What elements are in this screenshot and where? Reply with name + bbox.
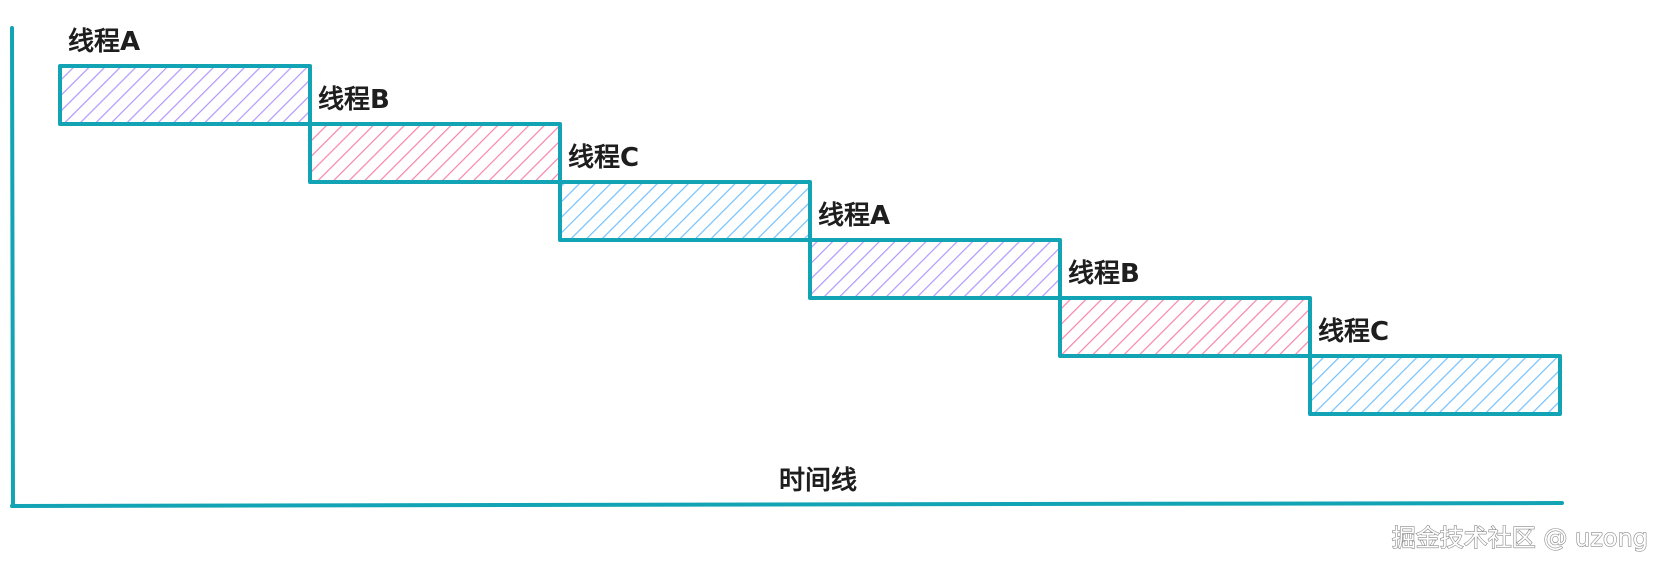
thread-slice: 线程C	[1308, 317, 1562, 416]
thread-slice: 线程B	[1058, 259, 1312, 358]
thread-slice: 线程C	[558, 143, 812, 242]
slice-outline	[308, 122, 562, 184]
thread-slice: 线程A	[58, 27, 312, 126]
thread-label: 线程A	[68, 27, 140, 57]
watermark: 掘金技术社区 @ uzong	[1392, 524, 1648, 552]
thread-label: 线程A	[818, 201, 890, 231]
vertical-axis	[10, 26, 15, 508]
slice-outline	[558, 180, 812, 242]
slice-outline	[1058, 296, 1312, 358]
timeline-label: 时间线	[779, 466, 857, 496]
thread-slice: 线程A	[808, 201, 1062, 300]
slice-hatch-fill	[560, 182, 810, 240]
slice-hatch-fill	[1060, 298, 1310, 356]
slices-layer: 线程A 线程B 线程C 线程A 线程B 线程C	[58, 27, 1562, 416]
slice-hatch-fill	[810, 240, 1060, 298]
slice-hatch-fill	[310, 124, 560, 182]
slice-hatch-fill	[60, 66, 310, 124]
slice-outline	[1308, 354, 1562, 416]
thread-label: 线程B	[1068, 259, 1140, 289]
slice-hatch-fill	[1310, 356, 1560, 414]
slice-outline	[58, 64, 312, 126]
thread-label: 线程C	[568, 143, 639, 173]
thread-slice: 线程B	[308, 85, 562, 184]
thread-label: 线程C	[1318, 317, 1389, 347]
slice-outline	[808, 238, 1062, 300]
thread-label: 线程B	[318, 85, 390, 115]
horizontal-axis	[10, 500, 1564, 508]
